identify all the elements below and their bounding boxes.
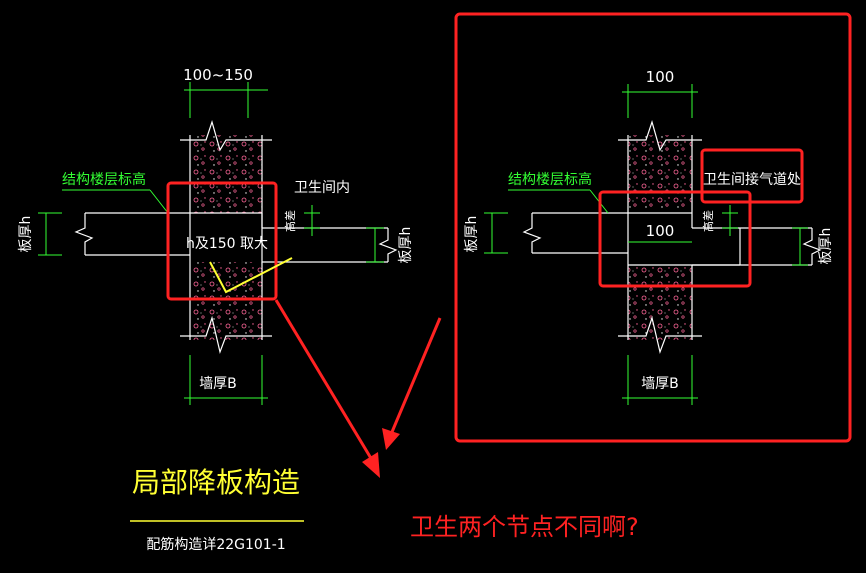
left-slab-thickness-label: 板厚h [18,216,34,253]
right-structure-elev-label: 结构楼层标高 [508,171,592,188]
right-inner-dimension: 100 [646,222,675,240]
left-h-150-label: h及150 取大 [186,236,268,252]
right-elev-diff-label: 高差 [701,210,715,232]
arrow-head-left [362,452,380,478]
arrow-head-right [382,428,400,450]
left-wall-upper [190,135,262,213]
left-detail: 100~150 墙厚B 板厚h 板厚h 高差 结构楼层标高 卫生间内 h及150… [18,66,414,405]
left-wall-break-bottom [180,315,272,355]
drawing-subtitle: 配筋构造详22G101-1 [146,536,285,553]
right-slab-thickness-label-a: 板厚h [398,227,414,264]
left-structure-elev-label: 结构楼层标高 [62,171,146,188]
right-outer-highlight-box [454,12,852,443]
right-wall-upper [628,135,692,210]
left-highlight-box [166,181,278,301]
right-right-slab-thickness-label: 板厚h [818,228,834,265]
question-annotation: 卫生两个节点不同啊? [410,513,639,541]
right-detail: 100 100 墙厚B 板厚h 板厚h 高差 结构楼层标高 卫生间接气道处 [454,12,852,443]
red-arrows [274,299,442,478]
right-inner-highlight-box [598,190,752,288]
left-yellow-mark [209,257,293,294]
left-elev-diff-label: 高差 [283,210,297,232]
left-bathroom-inside-label: 卫生间内 [294,180,350,196]
right-vent-highlight-box [700,148,804,204]
right-left-slab-thickness-label: 板厚h [464,216,480,253]
right-bottom-dimension: 墙厚B [641,376,679,392]
left-wall-break-top [180,119,272,152]
drawing-title: 局部降板构造 [132,466,300,499]
right-vent-label: 卫生间接气道处 [703,171,801,188]
left-top-dimension: 100~150 [183,66,253,84]
left-wall-lower [190,262,262,340]
right-wall-lower [628,265,692,340]
left-bottom-dimension: 墙厚B [199,376,237,392]
right-top-dimension: 100 [646,68,675,86]
right-wall-break-bottom [618,315,702,355]
right-wall-break-top [618,119,702,152]
